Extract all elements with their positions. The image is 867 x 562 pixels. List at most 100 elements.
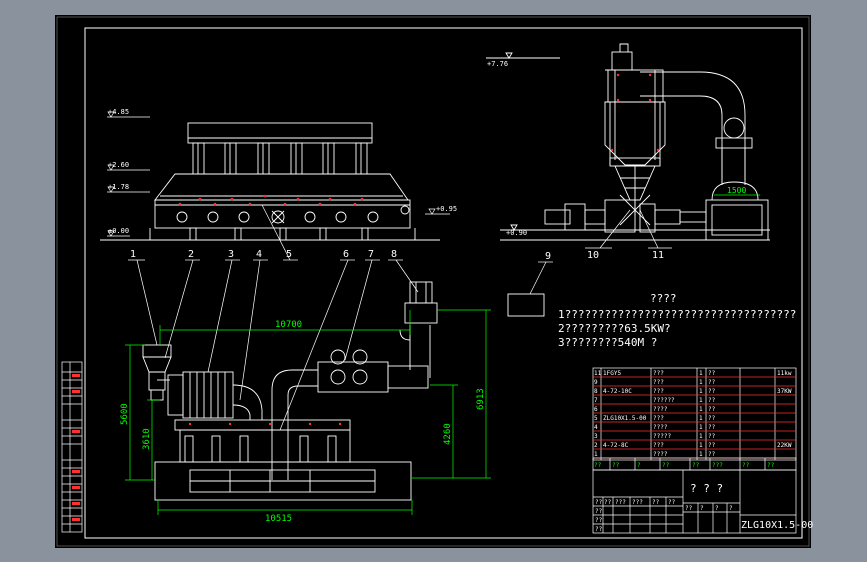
title-block-cell: ???: [615, 499, 626, 506]
dryer-fan-symbol: [271, 210, 285, 224]
title-block-drawing-no: ZLG10X1.5-00: [741, 520, 813, 531]
title-block-grid: [592, 469, 797, 534]
callout-leaders-top: [585, 209, 672, 249]
dim-4260: 4260: [443, 423, 453, 445]
callout-5: 5: [286, 249, 292, 260]
drawing-sheet: [55, 15, 811, 548]
title-block-cell: ?: [729, 505, 733, 512]
item-9-box: [507, 293, 545, 317]
parts-cell-code: ZLG10X1.5-00: [603, 415, 647, 422]
parts-cell-no: 5: [594, 415, 598, 422]
parts-cell-qty: 1: [699, 415, 703, 422]
parts-header-cell: ??: [594, 462, 602, 469]
dim-10515: 10515: [265, 514, 292, 524]
parts-cell-qty: 1: [699, 370, 703, 377]
title-block-cell: ??: [595, 517, 603, 524]
title-block-title: ? ? ?: [690, 482, 723, 495]
notes-line-3: 3????????540M ?: [558, 336, 657, 349]
elevation-776: +7.76: [487, 60, 508, 68]
parts-cell-qty: 1: [699, 379, 703, 386]
plan-red-marks: [188, 422, 342, 426]
dim-10700: 10700: [275, 320, 302, 330]
dim-5600: 5600: [120, 403, 130, 425]
title-block-cell: ??: [604, 499, 612, 506]
parts-cell-mat: ??: [708, 451, 716, 458]
dim-1500: 1500: [727, 186, 746, 195]
title-block-cell: ??: [685, 505, 693, 512]
plan-view: [142, 281, 438, 501]
callout-11: 11: [652, 250, 664, 261]
title-block-cells: ?????????????????????????: [595, 499, 733, 533]
parts-cell-mat: ??: [708, 388, 716, 395]
parts-header-cell: ??: [742, 462, 750, 469]
parts-cell-name: ???: [653, 370, 664, 377]
parts-cell-mat: ??: [708, 442, 716, 449]
callout-10: 10: [587, 250, 599, 261]
callout-7: 7: [368, 249, 374, 260]
title-block-cell: ??: [595, 526, 603, 533]
parts-cell-no: 6: [594, 406, 598, 413]
parts-header-cell: ??: [692, 462, 700, 469]
parts-cell-no: 11: [594, 370, 602, 377]
callout-1: 1: [130, 249, 136, 260]
parts-cell-qty: 1: [699, 397, 703, 404]
elevation-095: +0.95: [436, 205, 457, 213]
elevation-178: +1.78: [108, 183, 129, 191]
elevation-000: ±0.00: [108, 227, 129, 235]
dryer-dots: [178, 194, 364, 206]
title-block-cell: ??: [595, 508, 603, 515]
parts-cell-no: 8: [594, 388, 598, 395]
parts-cell-mat: ??: [708, 397, 716, 404]
parts-cell-name: ???: [653, 415, 664, 422]
parts-cell-name: ??????: [653, 397, 675, 404]
parts-header-cell: ??: [767, 462, 775, 469]
parts-cell-mat: ??: [708, 415, 716, 422]
title-block-cell: ??: [595, 499, 603, 506]
parts-cell-no: 7: [594, 397, 598, 404]
parts-cell-mat: ??: [708, 433, 716, 440]
dim-6913: 6913: [476, 388, 486, 410]
parts-cell-code: 4-72-8C: [603, 442, 629, 449]
parts-cell-no: 3: [594, 433, 598, 440]
parts-cell-mat: ??: [708, 379, 716, 386]
title-block-cell: ???: [632, 499, 643, 506]
inner-frame: [84, 27, 803, 539]
callout-6: 6: [343, 249, 349, 260]
title-block-cell: ?: [700, 505, 704, 512]
parts-cell-name: ???: [653, 379, 664, 386]
callout-2: 2: [188, 249, 194, 260]
parts-cell-no: 1: [594, 451, 598, 458]
cyclone-dots: [610, 73, 660, 152]
title-block-cell: ?: [715, 505, 719, 512]
parts-cell-name: ?????: [653, 433, 671, 440]
parts-cell-note: 11kw: [777, 370, 792, 377]
parts-cell-code: 4-72-10C: [603, 388, 632, 395]
parts-cell-mat: ??: [708, 370, 716, 377]
parts-cell-name: ????: [653, 451, 668, 458]
parts-table-header: ????????????????: [594, 462, 775, 469]
title-block-cell: ??: [652, 499, 660, 506]
parts-cell-code: 1FGY5: [603, 370, 621, 377]
parts-cell-qty: 1: [699, 388, 703, 395]
callout-leaders-plan: [128, 204, 553, 431]
parts-cell-name: ???: [653, 442, 664, 449]
elevation-090: +0.90: [506, 229, 527, 237]
cyclone-side-view: [486, 43, 770, 241]
parts-table-grid: [592, 367, 797, 461]
parts-cell-no: 2: [594, 442, 598, 449]
parts-cell-qty: 1: [699, 424, 703, 431]
elevation-260: +2.60: [108, 161, 129, 169]
callout-9: 9: [545, 251, 551, 262]
dryer-ports: [176, 205, 410, 223]
parts-cell-name: ????: [653, 424, 668, 431]
parts-cell-qty: 1: [699, 433, 703, 440]
left-margin-marks: [72, 374, 80, 521]
callout-4: 4: [256, 249, 262, 260]
parts-cell-name: ???: [653, 388, 664, 395]
parts-cell-note: 37KW: [777, 388, 792, 395]
title-block-cell: ??: [668, 499, 676, 506]
plan-dimension-lines: [125, 309, 491, 515]
callout-3: 3: [228, 249, 234, 260]
callout-8: 8: [391, 249, 397, 260]
parts-cell-qty: 1: [699, 442, 703, 449]
